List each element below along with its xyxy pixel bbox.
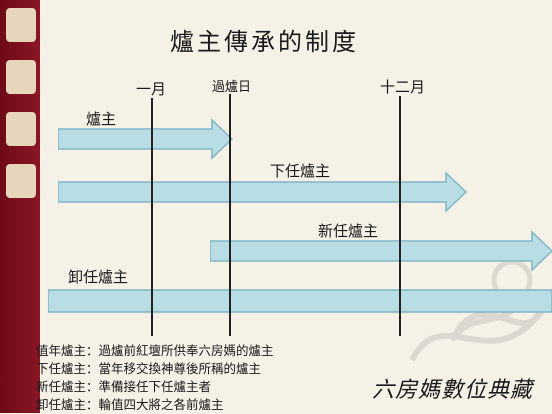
definition-item: 下任爐主：當年移交換神尊後所稱的爐主	[36, 361, 262, 376]
arrow-label-current: 爐主	[86, 110, 117, 128]
portrait-icon	[6, 60, 36, 94]
marker-transfer-day	[229, 94, 231, 336]
portrait-icon	[6, 164, 36, 198]
marker-month12	[399, 96, 401, 336]
marker-month1	[151, 98, 153, 336]
arrow-label-next: 下任爐主	[270, 162, 331, 180]
slide-title: 爐主傳承的制度	[170, 28, 359, 56]
definition-item: 新任爐主：準備接任下任爐主者	[36, 379, 212, 394]
arrow-label-former: 卸任爐主	[68, 268, 129, 286]
sidebar-band	[0, 0, 40, 413]
definition-item: 值年爐主：過爐前紅壇所供奉六房媽的爐主	[36, 343, 274, 358]
definition-item: 卸任爐主：輪值四大將之各前爐主	[36, 397, 224, 412]
definition-list: 值年爐主：過爐前紅壇所供奉六房媽的爐主 下任爐主：當年移交換神尊後所稱的爐主 新…	[36, 342, 274, 414]
label-month12: 十二月	[380, 78, 426, 96]
arrow-label-new: 新任爐主	[318, 222, 379, 240]
arrow-former-host	[48, 289, 552, 313]
portrait-icon	[6, 112, 36, 146]
label-month1: 一月	[136, 80, 167, 98]
arrow-current-host	[58, 118, 234, 160]
portrait-icon	[6, 8, 36, 42]
brand-logo: 六房媽數位典藏	[372, 378, 534, 403]
arrow-next-host	[58, 171, 468, 213]
arrow-new-host	[210, 230, 552, 272]
label-transfer-day: 過爐日	[212, 80, 252, 95]
